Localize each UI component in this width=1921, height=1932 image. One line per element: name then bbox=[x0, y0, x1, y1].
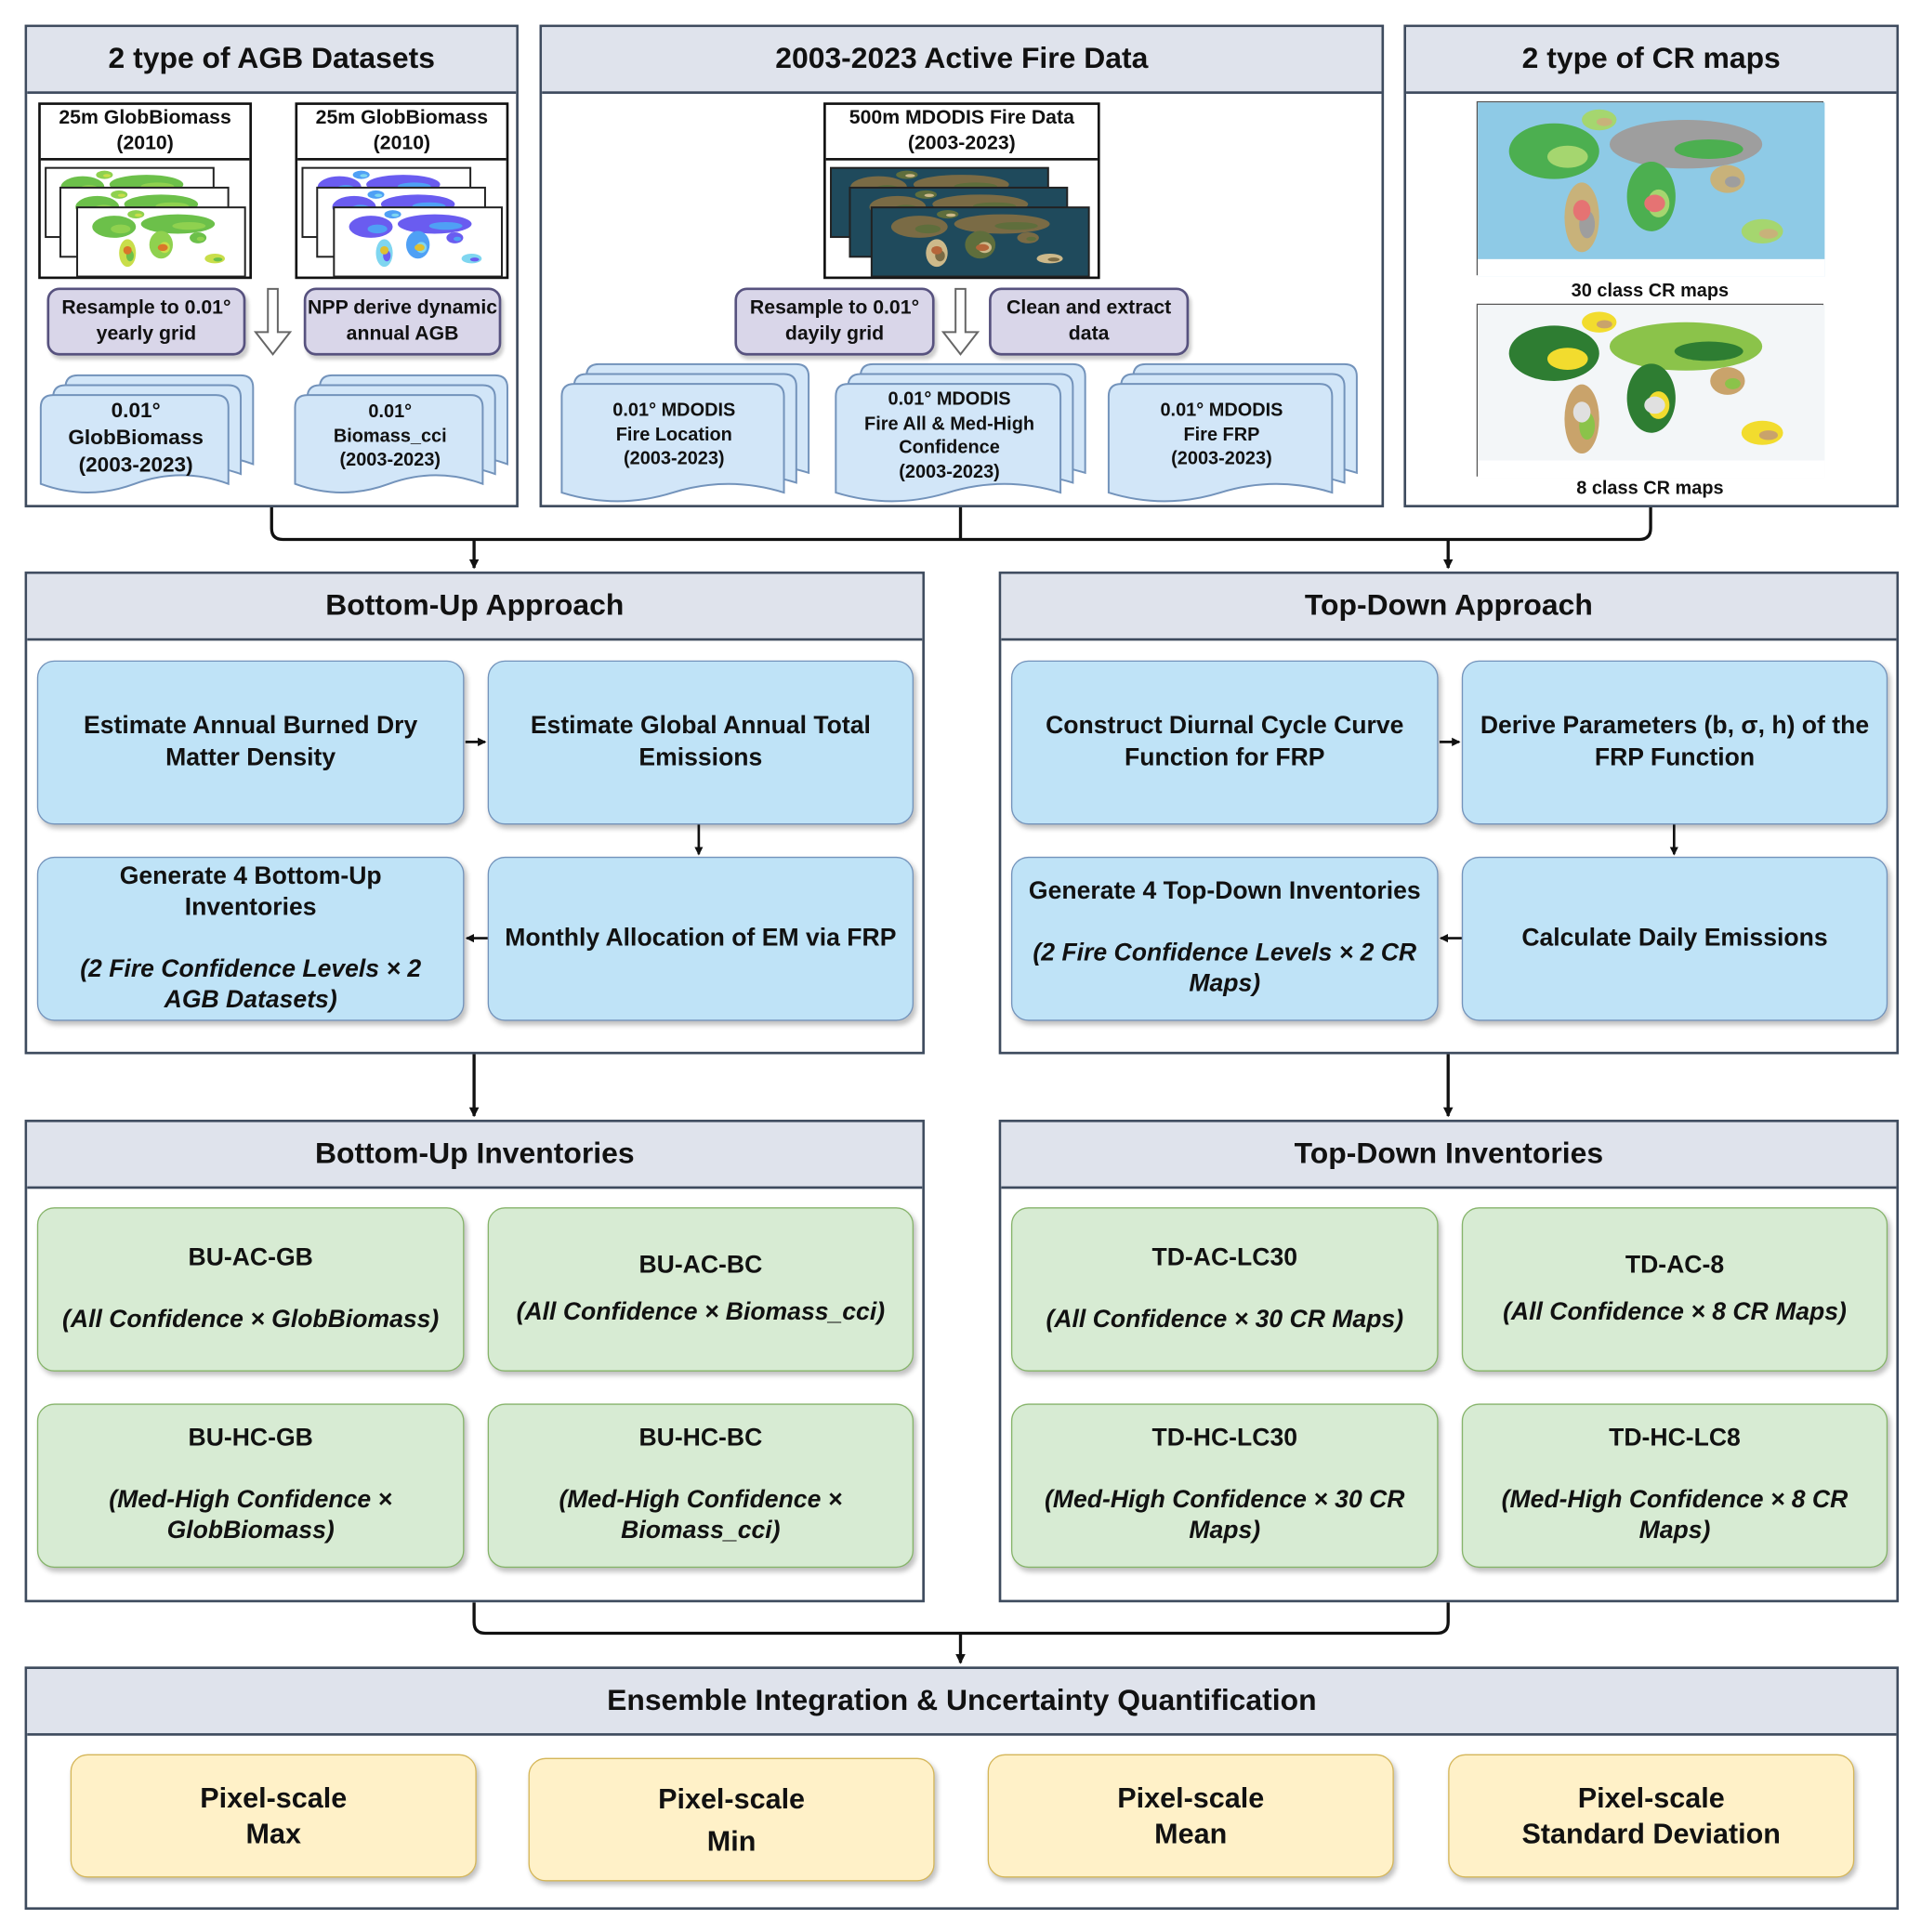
connector-bottom bbox=[472, 1602, 1450, 1636]
fire-location-doc: 0.01° MDODIS Fire Location (2003-2023) bbox=[560, 362, 810, 505]
panel-title: Ensemble Integration & Uncertainty Quant… bbox=[27, 1668, 1897, 1736]
document-stack-icon bbox=[560, 362, 810, 503]
panel-title: Top-Down Inventories bbox=[1001, 1122, 1897, 1189]
inventory-td-ac-lc30: TD-AC-LC30 (All Confidence × 30 CR Maps) bbox=[1010, 1207, 1439, 1372]
inventory-bu-ac-gb: BU-AC-GB (All Confidence × GlobBiomass) bbox=[36, 1207, 465, 1372]
card-title: 25m GlobBiomass (2010) bbox=[40, 105, 250, 161]
step-subtitle: (2 Fire Confidence Levels × 2 CR Maps) bbox=[1033, 939, 1417, 998]
panel-title: 2 type of CR maps bbox=[1406, 27, 1897, 94]
biomass-cci-card: 25m GlobBiomass (2010) bbox=[295, 102, 509, 280]
inventory-desc: (All Confidence × GlobBiomass) bbox=[62, 1305, 440, 1334]
inventory-id: TD-AC-8 bbox=[1625, 1252, 1725, 1280]
inventory-bu-hc-gb: BU-HC-GB (Med-High Confidence × GlobBioma… bbox=[36, 1403, 465, 1569]
step-title: Calculate Daily Emissions bbox=[1521, 924, 1828, 952]
biomass-cci-output-doc: 0.01° Biomass_cci (2003-2023) bbox=[294, 374, 509, 496]
inventory-id: TD-HC-LC30 bbox=[1151, 1425, 1298, 1452]
document-stack-icon bbox=[835, 362, 1086, 503]
inventory-bu-hc-bc: BU-HC-BC (Med-High Confidence × Biomass_c… bbox=[487, 1403, 914, 1569]
satellite-map-stack-image bbox=[830, 166, 1090, 278]
doc-label: 0.01° MDODIS Fire All & Med-High Confide… bbox=[864, 388, 1035, 482]
step-title: Generate 4 Top-Down Inventories bbox=[1028, 878, 1421, 906]
card-title: 500m MDODIS Fire Data (2003-2023) bbox=[825, 105, 1098, 161]
inventory-id: BU-AC-GB bbox=[188, 1244, 313, 1272]
map-caption: 8 class CR maps bbox=[1576, 478, 1724, 499]
doc-label: 0.01° MDODIS Fire FRP (2003-2023) bbox=[1160, 400, 1283, 469]
ensemble-std: Pixel-scale Standard Deviation bbox=[1448, 1754, 1855, 1878]
inventory-td-hc-lc8: TD-HC-LC8 (Med-High Confidence × 8 CR Map… bbox=[1461, 1403, 1888, 1569]
ensemble-mean: Pixel-scale Mean bbox=[987, 1754, 1394, 1878]
ensemble-max: Pixel-scale Max bbox=[70, 1754, 477, 1878]
bu-step-burned-dry-matter: Estimate Annual Burned Dry Matter Densit… bbox=[36, 660, 465, 825]
npp-derive-step: NPP derive dynamic annual AGB bbox=[303, 287, 502, 356]
td-step-generate-inventories: Generate 4 Top-Down Inventories (2 Fire C… bbox=[1010, 856, 1439, 1021]
document-stack-icon bbox=[39, 374, 255, 493]
card-title: 25m GlobBiomass (2010) bbox=[297, 105, 507, 161]
inventory-id: TD-AC-LC30 bbox=[1151, 1244, 1298, 1272]
step-title: Generate 4 Bottom-Up Inventories bbox=[119, 862, 382, 922]
blue-agb-map-stack-image bbox=[301, 166, 503, 278]
bu-step-total-emissions: Estimate Global Annual Total Emissions bbox=[487, 660, 914, 825]
inventory-desc: (Med-High Confidence × 30 CR Maps) bbox=[1045, 1486, 1405, 1545]
fire-frp-doc: 0.01° MDODIS Fire FRP (2003-2023) bbox=[1107, 362, 1360, 505]
step-title: Estimate Annual Burned Dry Matter Densit… bbox=[84, 712, 418, 771]
inventory-id: BU-AC-BC bbox=[638, 1252, 763, 1280]
step-subtitle: (2 Fire Confidence Levels × 2 AGB Datase… bbox=[80, 954, 422, 1014]
panel-title: Top-Down Approach bbox=[1001, 573, 1897, 641]
bu-step-generate-inventories: Generate 4 Bottom-Up Inventories (2 Fire … bbox=[36, 856, 465, 1021]
ensemble-min: Pixel-scale Min bbox=[528, 1757, 935, 1882]
doc-label: 0.01° MDODIS Fire Location (2003-2023) bbox=[612, 400, 736, 469]
inventory-bu-ac-bc: BU-AC-BC (All Confidence × Biomass_cci) bbox=[487, 1207, 914, 1372]
clean-extract-step: Clean and extract data bbox=[989, 287, 1190, 356]
step-title: Estimate Global Annual Total Emissions bbox=[530, 712, 871, 771]
td-step-daily-emissions: Calculate Daily Emissions bbox=[1461, 856, 1888, 1021]
doc-label: 0.01° Biomass_cci (2003-2023) bbox=[333, 401, 447, 471]
inventory-desc: (Med-High Confidence × 8 CR Maps) bbox=[1501, 1486, 1849, 1545]
inventory-id: BU-HC-BC bbox=[638, 1425, 763, 1452]
td-step-derive-parameters: Derive Parameters (b, σ, h) of the FRP F… bbox=[1461, 660, 1888, 825]
inventory-desc: (Med-High Confidence × Biomass_cci) bbox=[559, 1486, 843, 1545]
cr8-map-image bbox=[1476, 303, 1825, 479]
panel-title: Bottom-Up Inventories bbox=[27, 1122, 923, 1189]
inventory-desc: (Med-High Confidence × GlobBiomass) bbox=[109, 1486, 393, 1545]
hollow-down-arrow-icon bbox=[253, 287, 293, 356]
mdodis-fire-card: 500m MDODIS Fire Data (2003-2023) bbox=[823, 102, 1100, 280]
globbiomass-card: 25m GlobBiomass (2010) bbox=[38, 102, 252, 280]
inventory-desc: (All Confidence × 8 CR Maps) bbox=[1503, 1297, 1847, 1326]
td-step-diurnal-cycle: Construct Diurnal Cycle Curve Function f… bbox=[1010, 660, 1439, 825]
step-title: Derive Parameters (b, σ, h) of the FRP F… bbox=[1480, 712, 1870, 771]
panel-title: Bottom-Up Approach bbox=[27, 573, 923, 641]
inventory-td-hc-lc30: TD-HC-LC30 (Med-High Confidence × 30 CR M… bbox=[1010, 1403, 1439, 1569]
inventory-id: TD-HC-LC8 bbox=[1609, 1425, 1741, 1452]
cr30-map-image bbox=[1476, 100, 1825, 277]
doc-label: 0.01° GlobBiomass (2003-2023) bbox=[68, 399, 204, 478]
inventory-desc: (All Confidence × 30 CR Maps) bbox=[1046, 1305, 1404, 1334]
green-agb-map-stack-image bbox=[45, 166, 246, 278]
panel-title: 2003-2023 Active Fire Data bbox=[542, 27, 1382, 94]
bu-step-monthly-allocation: Monthly Allocation of EM via FRP bbox=[487, 856, 914, 1021]
panel-title: 2 type of AGB Datasets bbox=[27, 27, 517, 94]
globbiomass-output-doc: 0.01° GlobBiomass (2003-2023) bbox=[39, 374, 256, 496]
resample-yearly-step: Resample to 0.01° yearly grid bbox=[46, 287, 246, 356]
inventory-td-ac-8: TD-AC-8 (All Confidence × 8 CR Maps) bbox=[1461, 1207, 1888, 1372]
document-stack-icon bbox=[1107, 362, 1358, 503]
map-caption: 30 class CR maps bbox=[1571, 280, 1730, 302]
inventory-id: BU-HC-GB bbox=[188, 1425, 313, 1452]
hollow-down-arrow-icon bbox=[941, 287, 980, 356]
step-title: Monthly Allocation of EM via FRP bbox=[505, 924, 897, 952]
inventory-desc: (All Confidence × Biomass_cci) bbox=[516, 1297, 886, 1326]
fire-confidence-doc: 0.01° MDODIS Fire All & Med-High Confide… bbox=[835, 362, 1087, 505]
document-stack-icon bbox=[294, 374, 508, 493]
step-title: Construct Diurnal Cycle Curve Function f… bbox=[1046, 712, 1404, 771]
resample-daily-step: Resample to 0.01° dayily grid bbox=[734, 287, 935, 356]
